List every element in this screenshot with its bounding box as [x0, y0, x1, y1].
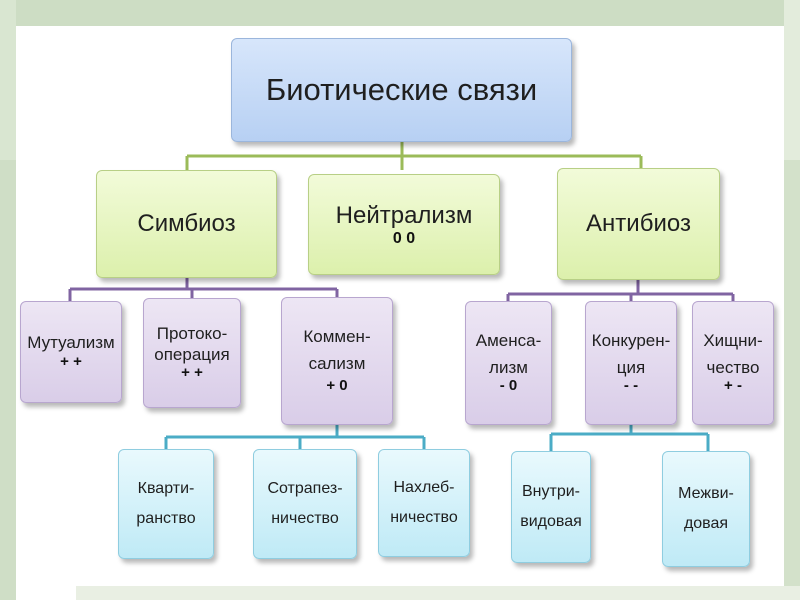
competition-line2: ция: [616, 357, 646, 377]
level2-connectors: [68, 278, 735, 301]
mutualism-label: Мутуализм: [27, 333, 115, 353]
node-predation: Хищни- чество + -: [692, 301, 774, 425]
protocooperation-sign: + +: [181, 364, 203, 382]
node-antibiosis: Антибиоз: [557, 168, 720, 280]
node-interspecific: Межви- довая: [662, 451, 750, 567]
antibiosis-label: Антибиоз: [586, 210, 691, 238]
level3-connectors: [164, 425, 710, 451]
node-mutualism: Мутуализм + +: [20, 301, 122, 403]
node-competition: Конкурен- ция - -: [585, 301, 677, 425]
commensalism-line2: сализм: [308, 353, 366, 373]
freeloading-line1: Нахлеб-: [393, 479, 455, 497]
tenancy-line1: Кварти-: [137, 480, 195, 498]
protocooperation-line2: операция: [154, 344, 230, 364]
neutralism-label: Нейтрализм: [335, 202, 473, 230]
amensalism-line2: лизм: [489, 357, 528, 377]
intraspecific-line2: видовая: [520, 513, 582, 530]
amensalism-sign: - 0: [499, 377, 518, 395]
node-table-sharing: Сотрапез- ничество: [253, 449, 357, 559]
mutualism-sign: + +: [60, 353, 82, 371]
slide-frame-top: [0, 0, 800, 26]
slide-frame-left-lower: [0, 160, 16, 600]
node-neutralism: Нейтрализм 0 0: [308, 174, 500, 275]
node-protocooperation: Протоко- операция + +: [143, 298, 241, 408]
neutralism-sign: 0 0: [392, 230, 416, 248]
table-sharing-line1: Сотрапез-: [267, 480, 343, 498]
slide-frame-bottom: [76, 586, 800, 600]
competition-sign: - -: [623, 377, 639, 395]
level1-connectors: [185, 142, 643, 170]
table-sharing-line2: ничество: [271, 510, 339, 527]
freeloading-line2: ничество: [390, 509, 458, 526]
predation-line1: Хищни-: [703, 331, 763, 351]
interspecific-line2: довая: [683, 515, 729, 532]
predation-line2: чество: [706, 357, 760, 377]
tenancy-line2: ранство: [136, 510, 196, 527]
intraspecific-line1: Внутри-: [522, 483, 580, 501]
node-amensalism: Аменса- лизм - 0: [465, 301, 552, 425]
predation-sign: + -: [724, 377, 742, 395]
competition-line1: Конкурен-: [591, 331, 671, 351]
diagram-title: Биотические связи: [265, 72, 538, 108]
amensalism-line1: Аменса-: [475, 331, 542, 351]
protocooperation-line1: Протоко-: [156, 324, 228, 344]
node-tenancy: Кварти- ранство: [118, 449, 214, 559]
node-symbiosis: Симбиоз: [96, 170, 277, 278]
root-node: Биотические связи: [231, 38, 572, 142]
interspecific-line1: Межви-: [678, 485, 734, 503]
commensalism-line1: Коммен-: [303, 327, 371, 347]
symbiosis-label: Симбиоз: [137, 210, 236, 238]
node-freeloading: Нахлеб- ничество: [378, 449, 470, 557]
node-intraspecific: Внутри- видовая: [511, 451, 591, 563]
node-commensalism: Коммен- сализм + 0: [281, 297, 393, 425]
slide-frame-right-lower: [784, 160, 800, 600]
commensalism-sign: + 0: [326, 377, 348, 395]
